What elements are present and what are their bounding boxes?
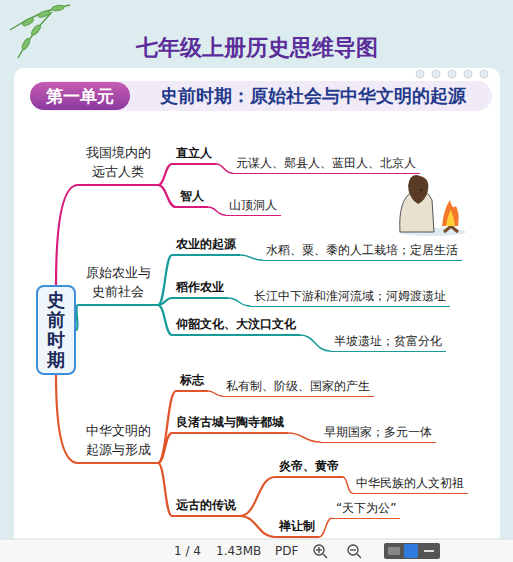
branch-line — [76, 305, 78, 330]
node-text: 史前时期 — [47, 290, 65, 369]
topic-sub: 炎帝、黄帝 — [275, 458, 343, 478]
topic-leaf: 半坡遗址；贫富分化 — [330, 333, 446, 352]
node-text: 标志 — [180, 372, 204, 388]
topic-sub: 标志 — [176, 372, 208, 392]
node-text: 中华文明的起源与形成 — [82, 421, 154, 459]
file-type: PDF — [275, 543, 298, 559]
node-text: 私有制、阶级、国家的产生 — [226, 378, 370, 394]
node-text: 早期国家；多元一体 — [324, 424, 432, 440]
topic-leaf: 元谋人、郧县人、蓝田人、北京人 — [232, 155, 420, 174]
topic-sub: 仰韶文化、大汶口文化 — [172, 316, 300, 336]
branch-line — [319, 518, 332, 537]
branch-line — [158, 164, 172, 185]
node-text: 我国境内的远古人类 — [82, 143, 154, 181]
branch-line — [158, 185, 176, 207]
topic-leaf: 中华民族的人文初祖 — [352, 475, 468, 494]
binder-rings — [416, 70, 488, 78]
branch-line — [343, 477, 352, 493]
topic-sub: 农业的起源 — [172, 236, 240, 256]
branch-line — [158, 255, 172, 305]
page-counter: 1 / 4 — [174, 543, 201, 559]
toolbar-edge — [0, 539, 513, 540]
node-text: 中华民族的人文初祖 — [356, 475, 464, 491]
branch-line — [158, 298, 172, 305]
topic-leaf: 水稻、粟、黍的人工栽培；定居生活 — [262, 242, 462, 261]
branch-line — [300, 335, 330, 351]
topic-branch: 原始农业与史前社会 — [78, 263, 158, 306]
topic-leaf: 私有制、阶级、国家的产生 — [222, 378, 374, 397]
branch-line — [158, 305, 172, 335]
topic-sub: 稻作农业 — [172, 279, 228, 299]
node-text: 炎帝、黄帝 — [279, 458, 339, 474]
topic-leaf: 山顶洞人 — [225, 197, 281, 216]
banner-heading: 史前时期：原始社会与中华文明的起源 — [160, 84, 466, 108]
title: 七年级上册历史思维导图 — [0, 34, 513, 62]
caveman-illustration — [398, 175, 466, 236]
node-text: 禅让制 — [279, 518, 315, 534]
branch-line — [158, 391, 176, 463]
node-text: 仰韶文化、大汶口文化 — [176, 316, 296, 332]
topic-sub: 良渚古城与陶寺都城 — [172, 414, 288, 434]
node-text: 远古的传说 — [176, 497, 236, 513]
branch-line — [228, 298, 250, 306]
branch-line — [208, 391, 222, 396]
node-text: 第一单元 — [46, 85, 114, 107]
branch-line — [56, 375, 78, 463]
topic-sub: 智人 — [176, 188, 208, 208]
topic-sub: 远古的传说 — [172, 497, 240, 517]
topic-leaf: “天下为公” — [332, 500, 400, 519]
branch-line — [288, 433, 320, 442]
node-text: 良渚古城与陶寺都城 — [176, 414, 284, 430]
topic-branch: 中华文明的起源与形成 — [78, 421, 158, 464]
topic-leaf: 长江中下游和淮河流域；河姆渡遗址 — [250, 288, 450, 307]
card — [14, 68, 500, 548]
leaves — [10, 4, 70, 58]
node-text: 直立人 — [176, 145, 212, 161]
node-text: 半坡遗址；贫富分化 — [334, 333, 442, 349]
branch-line — [240, 255, 262, 260]
branch-line — [158, 463, 172, 516]
toolbar — [0, 539, 513, 562]
node-text: 水稻、粟、黍的人工栽培；定居生活 — [266, 242, 458, 258]
topic-leaf: 早期国家；多元一体 — [320, 424, 436, 443]
branch-line — [56, 185, 78, 285]
node-text: 山顶洞人 — [229, 197, 277, 213]
zoom-icons — [314, 545, 361, 558]
branch-line — [216, 164, 232, 173]
node-text: 元谋人、郧县人、蓝田人、北京人 — [236, 155, 416, 171]
keyboard-icon — [384, 543, 440, 559]
node-text: 长江中下游和淮河流域；河姆渡遗址 — [254, 288, 446, 304]
topic-sub: 直立人 — [172, 145, 216, 165]
branch-line — [208, 207, 225, 215]
node-text: 智人 — [180, 188, 204, 204]
node-text: 农业的起源 — [176, 236, 236, 252]
central-topic: 史前时期 — [36, 285, 76, 375]
topic-branch: 我国境内的远古人类 — [78, 143, 158, 186]
node-text: 原始农业与史前社会 — [82, 263, 154, 301]
unit-pill: 第一单元 — [30, 82, 130, 110]
node-text: 稻作农业 — [176, 279, 224, 295]
branch-line — [240, 477, 275, 516]
branch-line — [240, 516, 275, 537]
file-size: 1.43MB — [216, 543, 261, 559]
node-text: “天下为公” — [336, 500, 396, 516]
topic-sub: 禅让制 — [275, 518, 319, 538]
branch-line — [158, 433, 172, 463]
